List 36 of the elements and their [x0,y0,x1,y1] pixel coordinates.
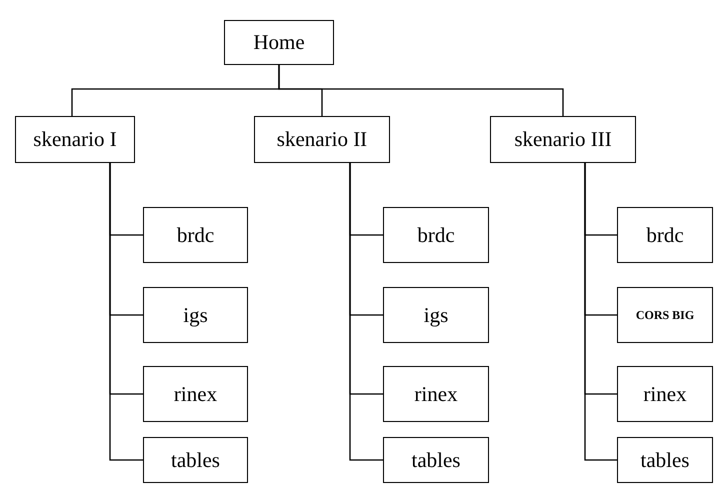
node-label: rinex [174,382,218,406]
section-box [254,116,390,163]
node-label: Home [253,30,305,55]
node-label: brdc [176,222,214,248]
connector-line [349,163,383,461]
node-label: brdc [417,222,455,248]
folder-box [383,437,489,483]
folder-box [143,366,248,422]
node-label: rinex [643,382,687,406]
connector-line [278,65,564,116]
node-label: tables [171,448,220,472]
node-label: skenario I [33,127,117,152]
folder-box [383,287,489,343]
node-label: igs [424,302,448,328]
folder-box [143,287,248,343]
node-label: CORS BIG [636,308,694,322]
connector-line [109,163,143,461]
folder-box [143,207,248,263]
node-label: tables [640,448,690,472]
folder-box [617,366,713,422]
folder-box [383,207,489,263]
folder-box [617,287,713,343]
folder-box [383,366,489,422]
node-label: skenario III [514,127,612,152]
folder-box [617,437,713,483]
node-label: tables [412,448,460,472]
node-label: rinex [414,382,458,406]
section-box [224,20,334,65]
node-label: skenario II [276,127,368,152]
node-label: brdc [646,222,684,248]
section-box [490,116,636,163]
node-label: igs [183,302,208,328]
folder-box [143,437,248,483]
connector-line [584,163,617,461]
folder-box [617,207,713,263]
section-box [15,116,135,163]
